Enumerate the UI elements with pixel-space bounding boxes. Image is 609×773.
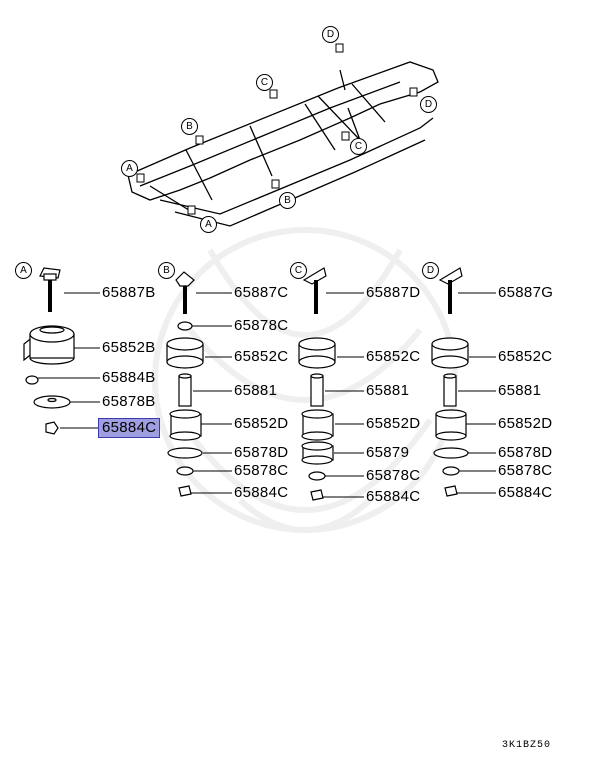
part-label[interactable]: 65852D (366, 415, 421, 432)
part-label[interactable]: 65884B (102, 369, 156, 386)
part-label[interactable]: 65878D (234, 444, 289, 461)
frame-marker-c-right: C (350, 138, 367, 155)
part-label[interactable]: 65887C (234, 284, 289, 301)
part-label[interactable]: 65878C (366, 467, 421, 484)
part-label[interactable]: 65884C (234, 484, 289, 501)
part-label[interactable]: 65879 (366, 444, 410, 461)
column-c-parts (298, 267, 336, 501)
part-label[interactable]: 65852D (234, 415, 289, 432)
column-marker-b: B (158, 262, 175, 279)
column-marker-d: D (422, 262, 439, 279)
part-label[interactable]: 65887D (366, 284, 421, 301)
part-label[interactable]: 65881 (234, 382, 278, 399)
part-label[interactable]: 65852C (234, 348, 289, 365)
part-label[interactable]: 65884C (498, 484, 553, 501)
column-marker-c: C (290, 262, 307, 279)
part-label[interactable]: 65852D (498, 415, 553, 432)
part-label[interactable]: 65884C (366, 488, 421, 505)
part-label[interactable]: 65852C (366, 348, 421, 365)
frame-marker-b-left: B (181, 118, 198, 135)
part-label[interactable]: 65852B (102, 339, 156, 356)
column-b-parts (166, 271, 204, 497)
leader-lines (38, 292, 496, 498)
part-label[interactable]: 65878C (234, 317, 289, 334)
part-label[interactable]: 65878C (234, 462, 289, 479)
frame-marker-d-top: D (322, 26, 339, 43)
highlighted-part-label[interactable]: 65884C (98, 418, 161, 438)
part-label[interactable]: 65881 (498, 382, 542, 399)
frame-marker-c-top: C (256, 74, 273, 91)
part-label[interactable]: 65887B (102, 284, 156, 301)
part-label[interactable]: 65881 (366, 382, 410, 399)
part-label[interactable]: 65852C (498, 348, 553, 365)
frame-marker-a-left: A (121, 160, 138, 177)
part-label[interactable]: 65878D (498, 444, 553, 461)
column-a-parts (23, 267, 75, 435)
part-label[interactable]: 65878C (498, 462, 553, 479)
column-marker-a: A (15, 262, 32, 279)
column-d-parts (431, 267, 469, 497)
part-label[interactable]: 65887G (498, 284, 554, 301)
frame-marker-b-bottom: B (279, 192, 296, 209)
frame-marker-a-bottom: A (200, 216, 217, 233)
frame-marker-d-right: D (420, 96, 437, 113)
diagram-code: 3K1BZ50 (502, 740, 552, 751)
part-label[interactable]: 65878B (102, 393, 156, 410)
frame-mount-posts (136, 43, 418, 215)
